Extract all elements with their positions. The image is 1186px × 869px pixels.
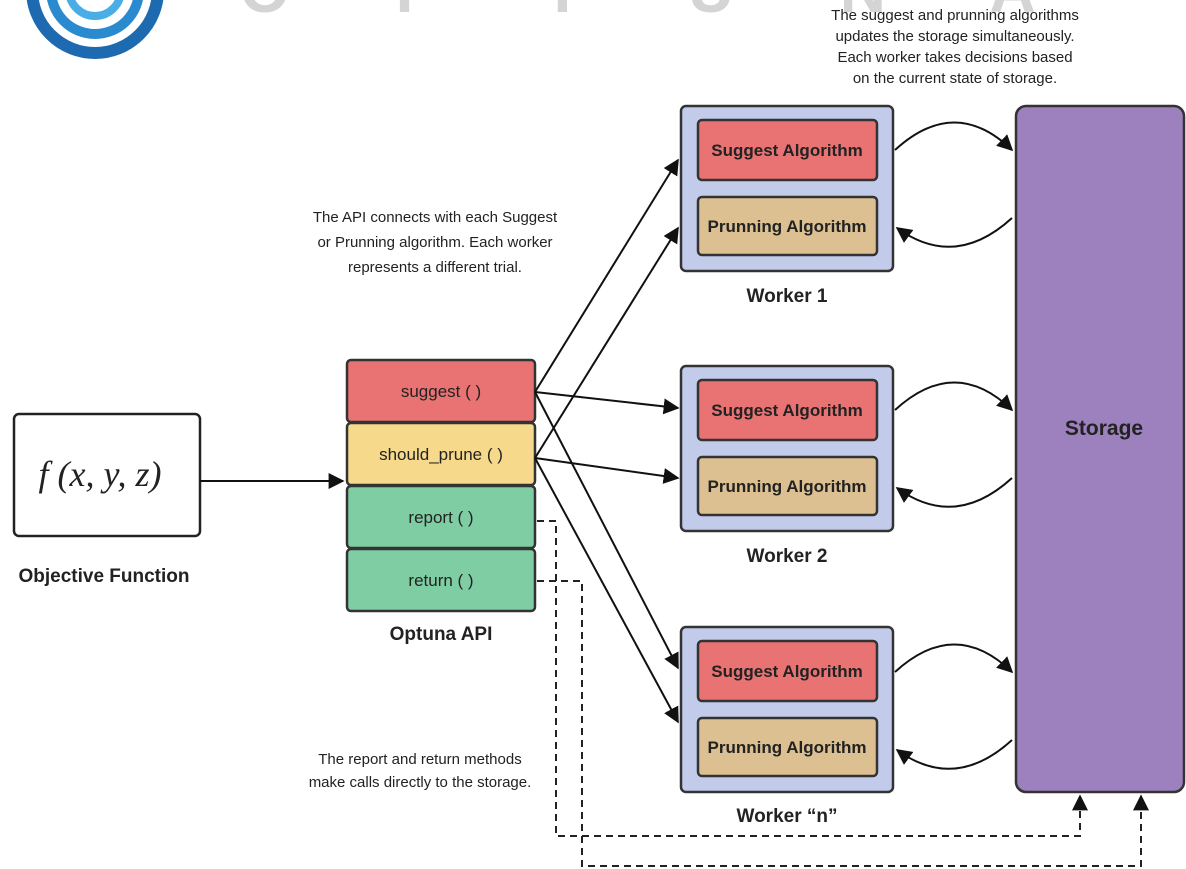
storage-note-line-3: Each worker takes decisions based — [837, 49, 1072, 66]
logo-ring-inner — [66, 0, 124, 20]
api-report-label: report ( ) — [408, 508, 473, 527]
api-note-line-3: represents a different trial. — [348, 259, 522, 276]
storage-label: Storage — [1065, 417, 1143, 440]
storage-to-worker-n-arrow — [895, 739, 1013, 770]
storage-note-line-2: updates the storage simultaneously. — [835, 28, 1074, 45]
report-note: The report and return methods make calls… — [309, 751, 532, 791]
worker-1-caption: Worker 1 — [747, 286, 828, 307]
suggest-to-workern-arrow — [534, 391, 679, 670]
storage-note-line-1: The suggest and prunning algorithms — [831, 7, 1079, 24]
worker-2-prune-label: Prunning Algorithm — [708, 477, 867, 496]
worker-1-to-storage-arrow — [894, 121, 1014, 152]
storage-to-worker-2-arrow — [895, 477, 1013, 508]
return-to-storage-dashed-arrow — [537, 580, 1149, 867]
worker-n-suggest-label: Suggest Algorithm — [711, 662, 862, 681]
report-note-line-2: make calls directly to the storage. — [309, 774, 532, 791]
worker-1-prune-box — [696, 195, 879, 257]
storage-note-line-4: on the current state of storage. — [853, 70, 1057, 87]
report-note-line-1: The report and return methods — [318, 751, 521, 768]
optuna-api: suggest ( ) should_prune ( ) report ( ) … — [345, 358, 537, 645]
optuna-logo: O P T U N A — [26, 0, 1080, 59]
worker-2-caption: Worker 2 — [747, 546, 828, 567]
worker-n-suggest-box — [696, 639, 879, 703]
worker-2-suggest-box — [696, 378, 879, 442]
api-note: The API connects with each Suggest or Pr… — [313, 209, 558, 276]
worker-1: Suggest Algorithm Prunning Algorithm Wor… — [679, 104, 895, 307]
worker-1-suggest-box — [696, 118, 879, 182]
worker-n-prune-label: Prunning Algorithm — [708, 738, 867, 757]
storage-note: The suggest and prunning algorithms upda… — [831, 7, 1079, 87]
worker-n-to-storage-arrow — [894, 643, 1014, 674]
storage: Storage — [1014, 104, 1186, 794]
storage-to-worker-1-arrow — [895, 217, 1013, 248]
objective-function-caption: Objective Function — [18, 566, 189, 587]
worker-2-suggest-label: Suggest Algorithm — [711, 401, 862, 420]
api-note-line-2: or Prunning algorithm. Each worker — [317, 234, 552, 251]
worker-2-to-storage-arrow — [894, 381, 1014, 412]
objective-function-box — [12, 412, 202, 538]
prune-to-worker2-arrow — [534, 457, 680, 484]
api-to-worker-arrows — [534, 158, 680, 724]
logo-ring-middle — [47, 0, 143, 39]
worker-n-prune-box — [696, 716, 879, 778]
api-note-line-1: The API connects with each Suggest — [313, 209, 558, 226]
worker-2-prune-box — [696, 455, 879, 517]
logo-ring-outer — [26, 0, 164, 59]
suggest-to-worker1-arrow — [534, 158, 679, 393]
api-return-box — [345, 547, 537, 613]
worker-2: Suggest Algorithm Prunning Algorithm Wor… — [679, 364, 895, 567]
optuna-api-caption: Optuna API — [390, 624, 493, 645]
api-should-prune-label: should_prune ( ) — [379, 445, 503, 464]
suggest-to-worker2-arrow — [534, 391, 680, 415]
prune-to-workern-arrow — [534, 457, 679, 724]
api-suggest-label: suggest ( ) — [401, 382, 481, 401]
logo-letters: O P T U N A — [240, 0, 1080, 26]
prune-to-worker1-arrow — [534, 226, 679, 459]
api-return-label: return ( ) — [408, 571, 473, 590]
worker-1-suggest-label: Suggest Algorithm — [711, 141, 862, 160]
worker-storage-arrows — [894, 121, 1014, 770]
objective-function: f (x, y, z) Objective Function — [12, 412, 202, 587]
report-to-storage-dashed-arrow — [537, 520, 1088, 837]
objective-formula: f (x, y, z) — [39, 454, 162, 494]
worker-n-caption: Worker “n” — [736, 806, 837, 827]
worker-n: Suggest Algorithm Prunning Algorithm Wor… — [679, 625, 895, 827]
storage-box — [1014, 104, 1186, 794]
worker-1-prune-label: Prunning Algorithm — [708, 217, 867, 236]
direct-storage-calls — [537, 520, 1149, 867]
